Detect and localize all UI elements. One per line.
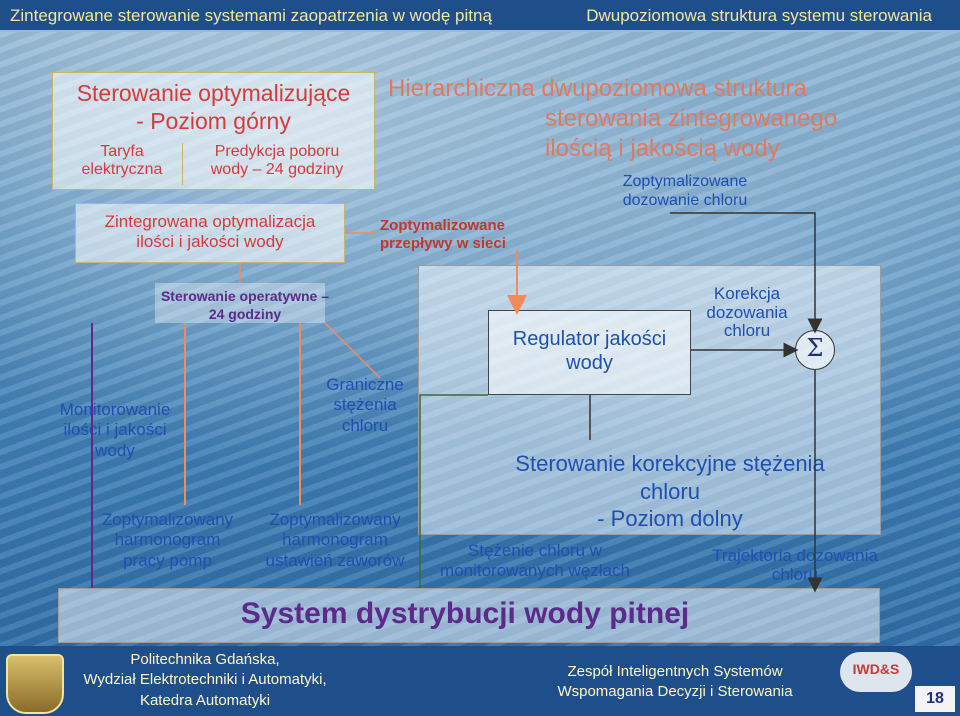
iwds-logo (840, 652, 912, 692)
upper-level-title: Sterowanie optymalizujące - Poziom górny (52, 80, 375, 135)
footer-team: Zespół Inteligentnych Systemów Wspomagan… (557, 663, 793, 701)
dosing-correction-label: Korekcja dozowania chloru (706, 284, 788, 341)
optimized-dosing-label: Zoptymalizowane dozowanie chloru (622, 173, 748, 210)
upper-level-box (52, 72, 375, 190)
page-number: 18 (915, 686, 955, 712)
integrated-optimization-box (75, 203, 345, 263)
operational-control-box (155, 283, 325, 323)
chlorine-limits-label: Graniczne stężenia chloru (326, 375, 404, 435)
header-right-title: Dwupoziomowa struktura systemu sterowani… (586, 6, 932, 25)
header-bar: Zintegrowane sterowanie systemami zaopat… (0, 0, 960, 32)
line-limits-to-regulator (419, 394, 488, 440)
main-title-line2: sterowania zintegrowanego (545, 105, 838, 132)
monitoring-label: Monitorowanie ilości i jakości wody (59, 400, 171, 460)
operational-control-label: Sterowanie operatywne – 24 godziny (160, 288, 330, 322)
forecast-label: Predykcja poboru wody – 24 godziny (210, 143, 344, 179)
upper-level-title-line2: - Poziom górny (136, 107, 291, 134)
chlorine-nodes-label: Stężenie chloru w monitorowanych węzłach (440, 541, 630, 581)
integrated-optimization-label: Zintegrowana optymalizacja ilości i jako… (104, 212, 316, 251)
main-title: Hierarchiczna dwupoziomowa struktura ste… (380, 74, 940, 164)
dosing-trajectory-label: Trajektoria dozowania chloru (712, 546, 878, 584)
header-left-title: Zintegrowane sterowanie systemami zaopat… (10, 6, 492, 25)
pump-schedule-label: Zoptymalizowany harmonogram pracy pomp (101, 510, 234, 570)
optimized-flows-label: Zoptymalizowane przepływy w sieci (380, 217, 506, 252)
line-dosing-to-sum (670, 212, 823, 334)
main-title-line3: ilością i jakością wody (545, 135, 780, 162)
distribution-system-label: System dystrybucji wody pitnej (240, 597, 690, 630)
university-crest-icon (6, 654, 64, 714)
tariff-label: Taryfa elektryczna (62, 143, 183, 185)
footer-university: Politechnika Gdańska, Wydział Elektrotec… (83, 651, 327, 709)
main-title-line1: Hierarchiczna dwupoziomowa struktura (388, 75, 807, 102)
iwds-logo-text: IWD&S (852, 661, 900, 677)
lower-level-label: Sterowanie korekcyjne stężenia chloru - … (515, 451, 825, 531)
line-operational-right (324, 322, 381, 379)
upper-level-title-line1: Sterowanie optymalizujące (76, 80, 351, 106)
distribution-system-box (58, 588, 880, 643)
sum-symbol: Σ (806, 334, 824, 362)
valve-schedule-label: Zoptymalizowany harmonogram ustawień zaw… (265, 510, 405, 570)
footer-bar: Politechnika Gdańska, Wydział Elektrotec… (0, 646, 960, 716)
quality-regulator-label: Regulator jakości wody (512, 328, 667, 374)
quality-regulator-box (488, 310, 691, 395)
